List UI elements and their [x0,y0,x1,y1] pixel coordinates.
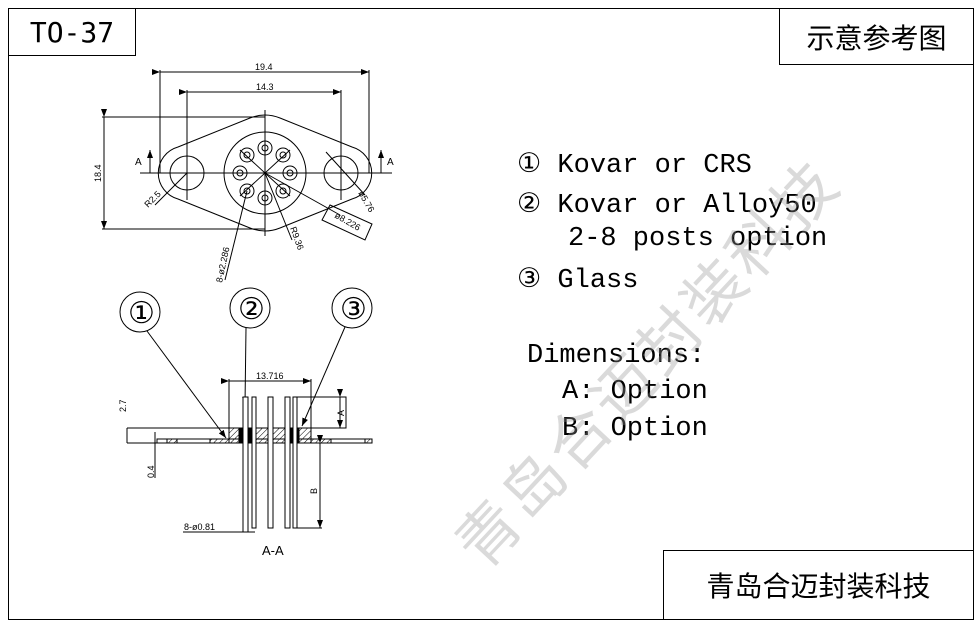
top-view: 19.4 14.3 18.4 A A R2.5 ø5.76 ø8.226 R9.… [93,62,394,283]
callout-3: ③ [340,292,367,327]
reference-label: 示意参考图 [779,8,974,65]
callout-2-circle [229,287,271,329]
legend-item-2-note: 2-8 posts option [568,224,828,254]
dim-hole-dia: ø5.76 [356,189,376,214]
section-mark-right: A [387,157,394,168]
dim-lobe-radius: R2.5 [142,189,163,210]
callout-1: ① [128,296,155,331]
drawing-frame [8,8,974,620]
dimensions-heading: Dimensions: [527,341,706,371]
legend-item-1: ① Kovar or CRS [517,148,752,181]
callout-3-circle [331,287,373,329]
dim-plate: 0.4 [146,465,156,478]
dim-hole-spacing: 14.3 [256,82,274,92]
section-view: ① ② ③ 1 [118,287,373,558]
legend-item-2: ② Kovar or Alloy50 [517,188,817,221]
dim-width: 19.4 [255,62,273,72]
dimension-b: B: Option [562,414,708,444]
part-title: TO-37 [8,8,136,56]
dim-b: B [309,488,319,494]
dimension-a: A: Option [562,377,708,407]
legend-item-3: ③ Glass [517,263,639,296]
section-label: A-A [262,543,284,558]
dim-thickness: 2.7 [118,399,128,412]
flange-outline [157,114,373,232]
section-mark-left: A [135,157,142,168]
callout-1-circle [119,291,161,333]
callout-2: ② [238,292,265,327]
dim-header-width: 13.716 [256,371,284,381]
company-name: 青岛合迈封装科技 [663,550,974,620]
dim-a: A [336,410,346,416]
pins [242,396,298,533]
dim-section-pin-dia: 8-ø0.81 [184,522,215,532]
dim-height: 18.4 [93,164,103,182]
